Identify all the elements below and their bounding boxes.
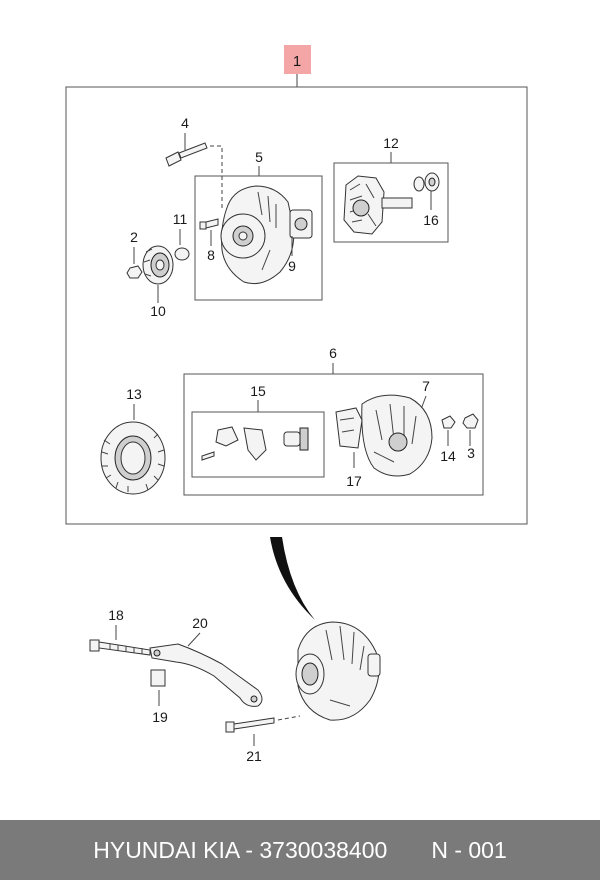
brush-holder-icon [201,426,309,461]
stator-icon [100,421,166,495]
callout-12: 12 [383,135,399,151]
callout-8: 8 [207,247,215,263]
page-code: N - 001 [431,836,507,863]
assembly-frame [65,86,528,525]
rear-assembly-box [183,373,484,496]
rear-housing-icon [335,394,433,477]
callout-9: 9 [288,258,296,274]
rotor-box [333,162,449,243]
callout-5: 5 [255,149,263,165]
callout-16: 16 [423,212,439,228]
mount-bolt-icon [225,717,275,733]
screw-icon [199,218,219,230]
rotor-icon [343,172,440,235]
callout-17: 17 [346,473,362,489]
washer-icon [441,415,456,429]
front-housing-icon [220,185,313,285]
main-callout-box [284,45,311,74]
callout-3: 3 [467,445,475,461]
callout-19: 19 [152,709,168,725]
callout-18: 18 [108,607,124,623]
spacer-icon [174,247,190,261]
brand-part-number: HYUNDAI KIA - 3730038400 [93,836,388,863]
callout-21: 21 [246,748,262,764]
callout-15: 15 [250,383,266,399]
long-bolt-icon [89,639,151,656]
callout-7: 7 [422,378,430,394]
hex-nut-icon [462,413,479,429]
callout-2: 2 [130,229,138,245]
pulley-icon [142,245,174,285]
callout-6: 6 [329,345,337,361]
front-housing-box [194,175,323,301]
callout-10: 10 [150,303,166,319]
exploded-parts-diagram: 1 4 5 9 8 11 2 10 [65,45,528,764]
callout-4: 4 [181,115,189,131]
brush-holder-box [191,411,325,478]
bolt-icon [165,142,208,167]
assembly-pointer-arrow [270,537,315,620]
footer-bar: HYUNDAI KIA - 3730038400 N - 001 [0,820,600,880]
callout-20: 20 [192,615,208,631]
adjusting-bracket-icon [149,643,263,707]
nut-icon [126,265,143,279]
installed-alternator-icon [295,621,381,721]
callout-14: 14 [440,448,456,464]
callout-13: 13 [126,386,142,402]
callout-11: 11 [173,211,188,227]
square-nut-icon [150,669,166,687]
callout-1: 1 [293,53,301,70]
